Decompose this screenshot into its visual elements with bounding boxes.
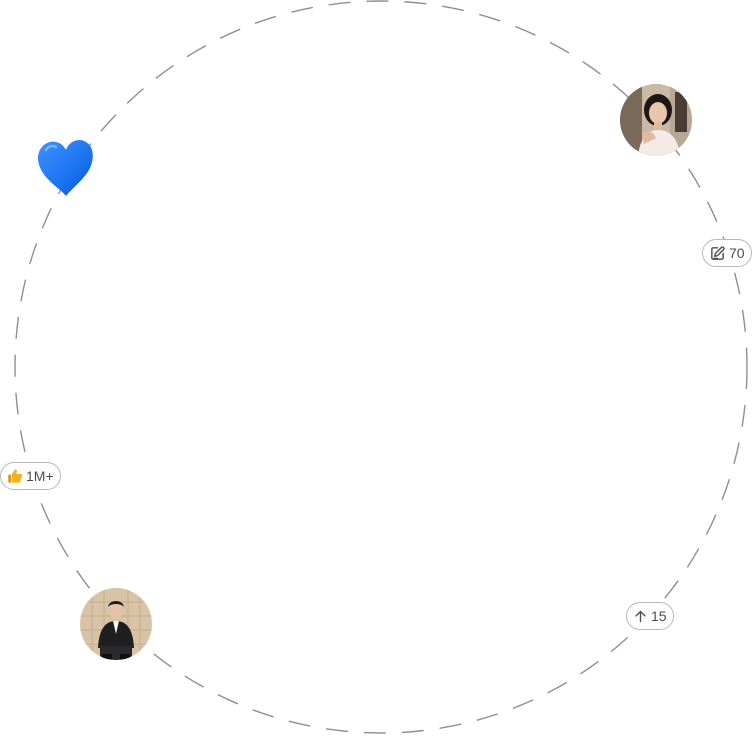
likes-count-badge[interactable]: 1M+ [0, 462, 61, 490]
avatar-photo-icon [80, 588, 152, 660]
avatar-photo-icon [620, 84, 692, 156]
thumbs-up-icon [7, 468, 23, 484]
user-avatar-bottom-left[interactable] [80, 588, 152, 660]
comments-count-badge[interactable]: 70 [702, 239, 752, 267]
user-avatar-top-right[interactable] [620, 84, 692, 156]
edit-icon [709, 245, 726, 262]
arrow-up-icon [633, 609, 648, 624]
blue-heart-icon [36, 138, 96, 198]
comments-count: 70 [729, 245, 745, 261]
upvotes-count-badge[interactable]: 15 [626, 602, 674, 630]
likes-count: 1M+ [26, 468, 54, 484]
upvotes-count: 15 [651, 608, 667, 624]
